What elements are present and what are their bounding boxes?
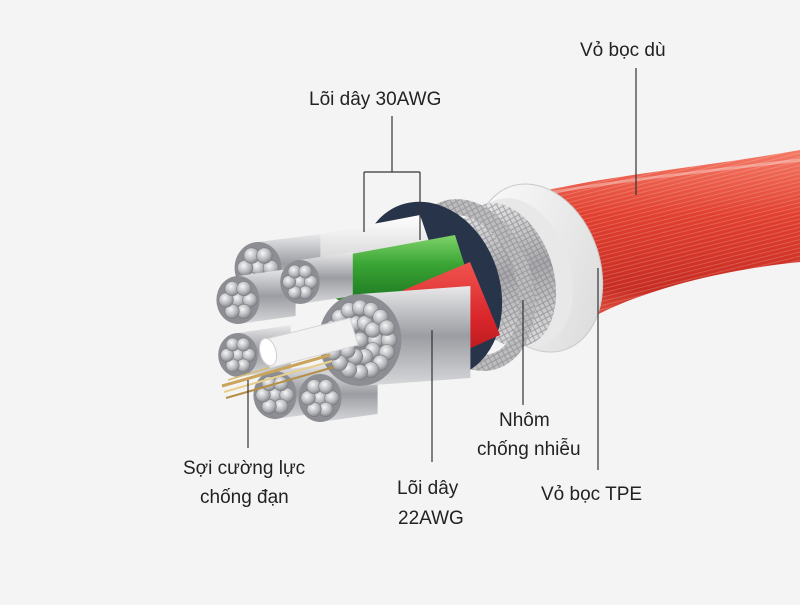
label-aluminum-line1: Nhôm	[499, 410, 550, 431]
label-core-30awg: Lõi dây 30AWG	[309, 89, 442, 110]
leader-lines	[247, 68, 637, 470]
leader-30awg	[363, 116, 421, 240]
label-aramid-line1: Sợi cường lực	[183, 458, 306, 479]
label-core-22awg-line1: Lõi dây	[397, 478, 459, 499]
copper-strand-bundles	[216, 234, 471, 422]
label-tpe-jacket: Vỏ bọc TPE	[541, 484, 643, 505]
strand-bundle-mid	[280, 252, 353, 304]
label-aramid-line2: chống đạn	[200, 487, 289, 508]
strand-bundle-bottom	[253, 363, 333, 419]
label-core-22awg-line2: 22AWG	[398, 508, 464, 529]
white-filler-fiber	[258, 317, 359, 369]
label-outer-braid: Vỏ bọc dù	[580, 40, 666, 61]
label-aluminum-line2: chống nhiễu	[477, 439, 581, 460]
